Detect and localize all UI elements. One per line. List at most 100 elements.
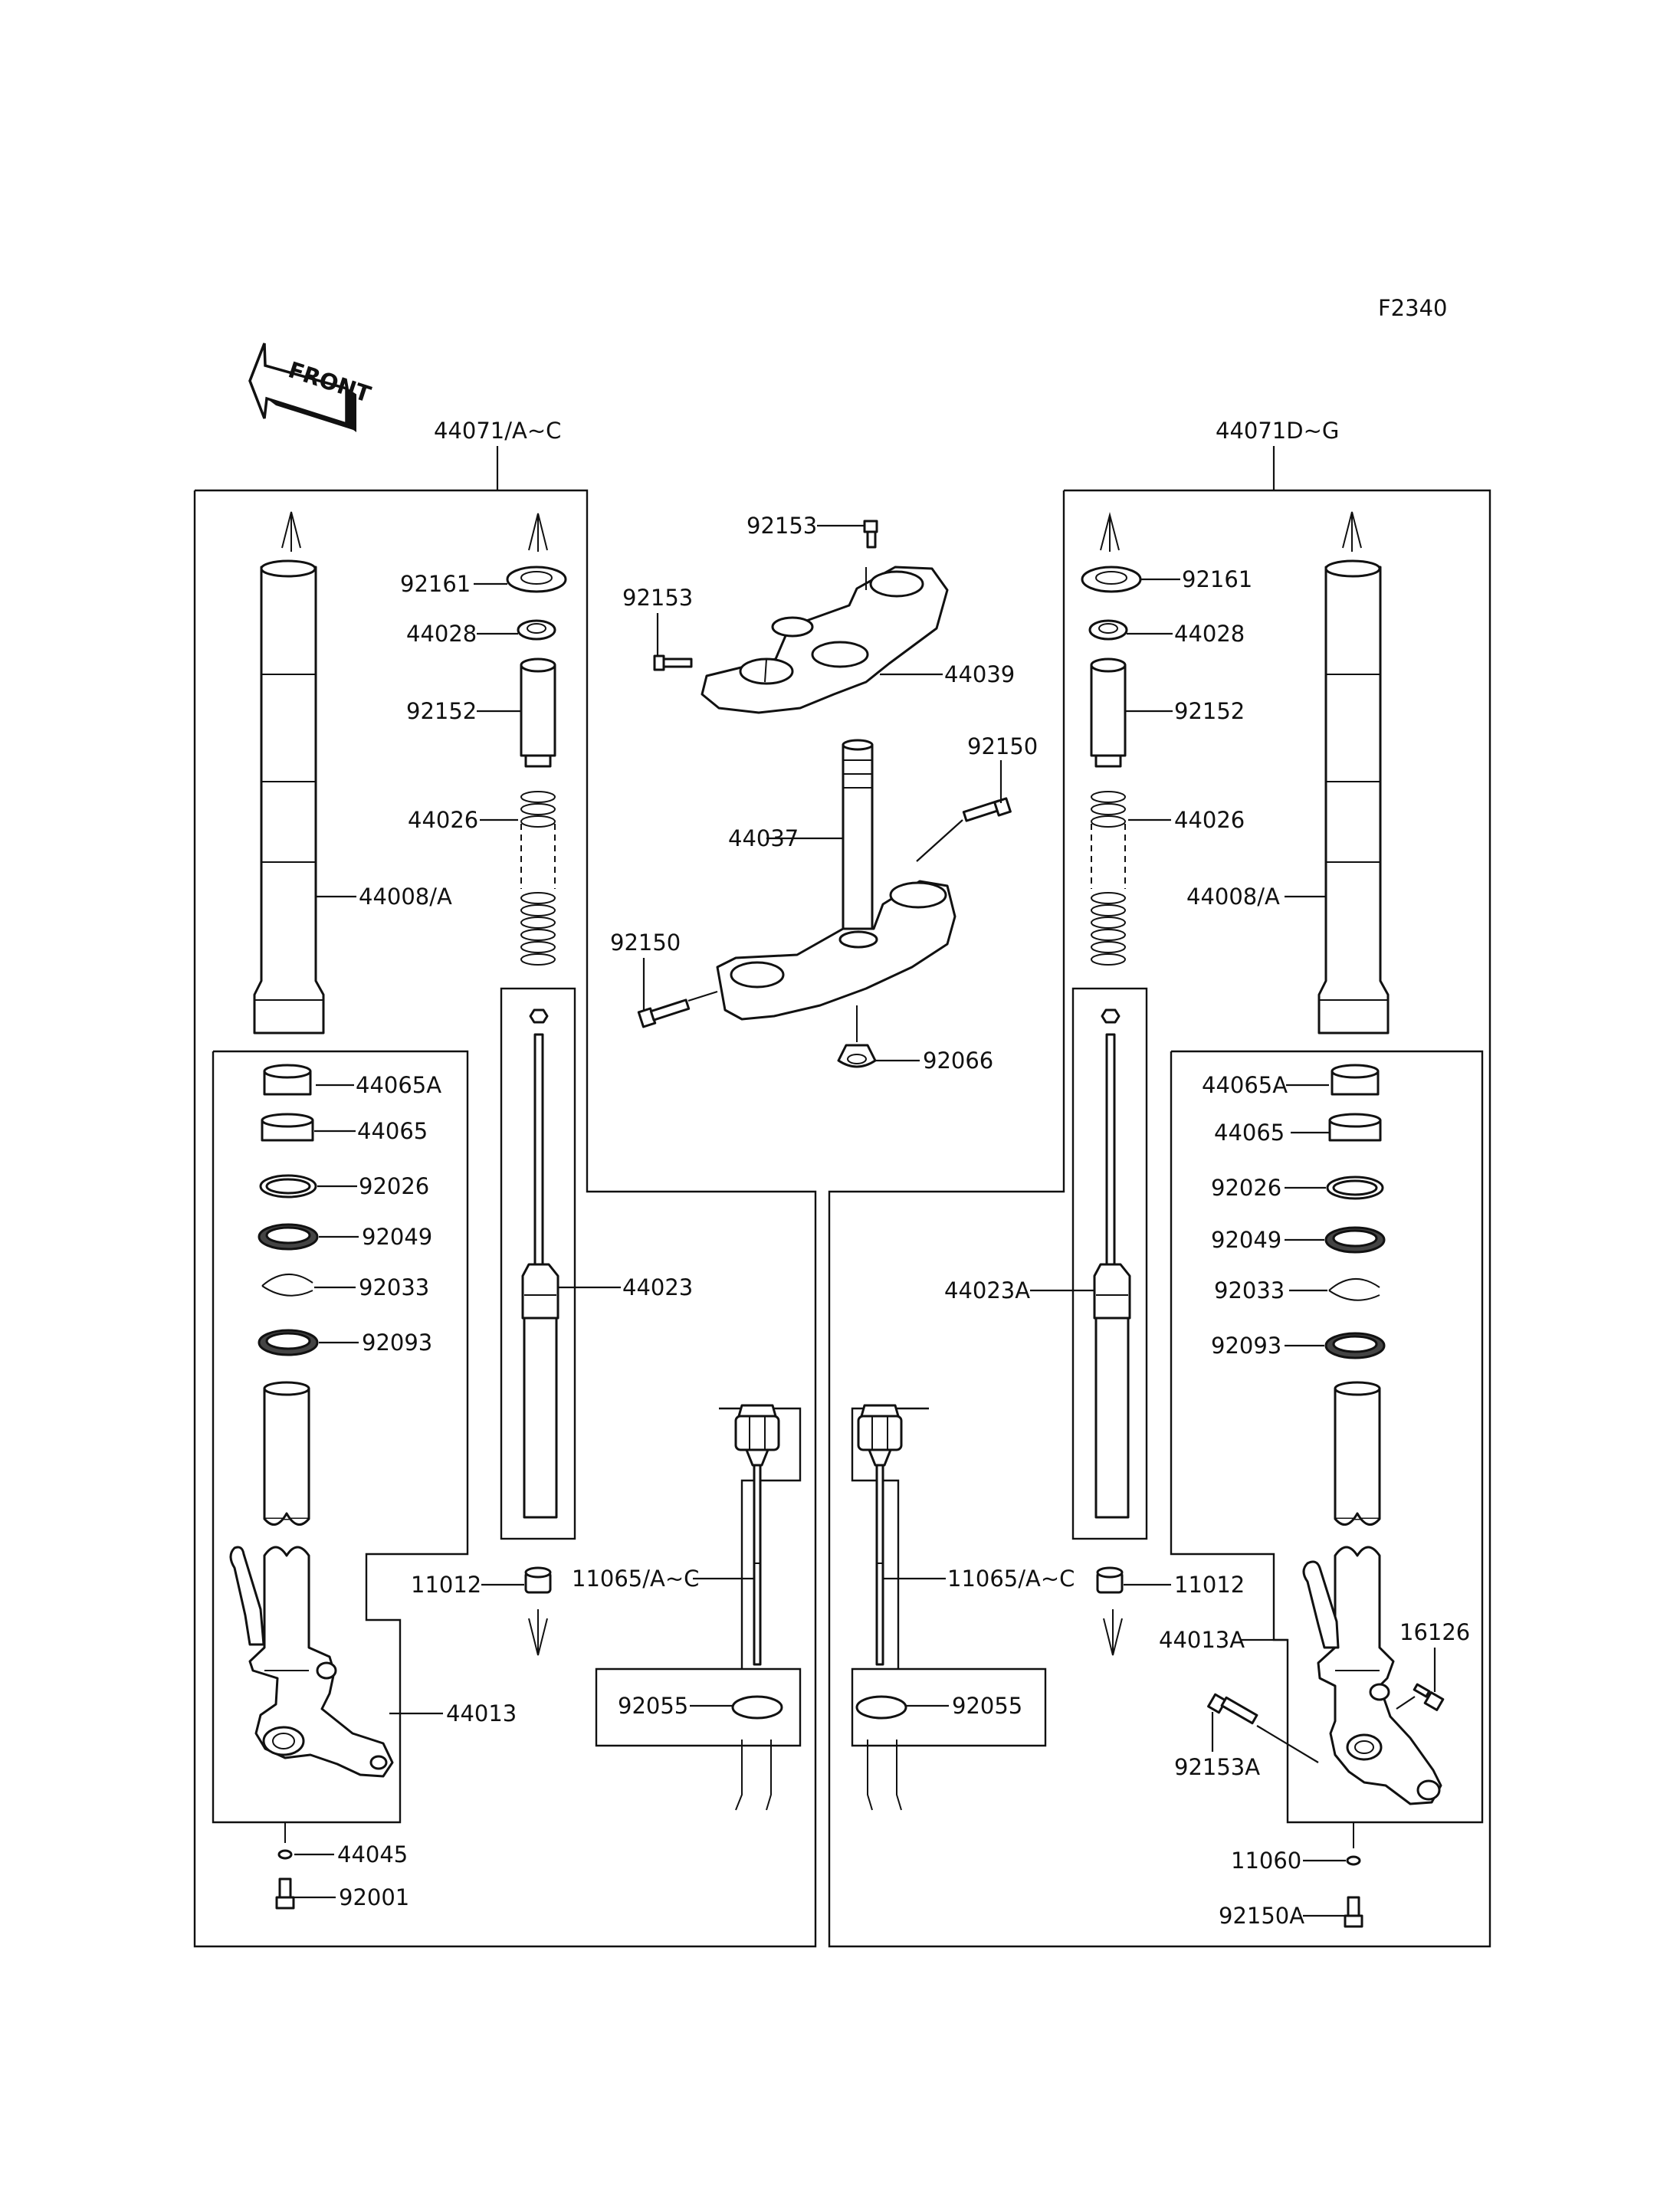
label-92026-left: 92026: [359, 1173, 429, 1199]
label-92049-right: 92049: [1211, 1227, 1281, 1253]
spring-coil: [1091, 929, 1126, 941]
label-44013-left: 44013: [446, 1700, 517, 1726]
bolt-92001: [275, 1877, 295, 1910]
spring-coil: [520, 929, 556, 941]
label-92001: 92001: [339, 1884, 409, 1910]
label-92150A: 92150A: [1219, 1903, 1304, 1929]
label-44008-right: 44008/A: [1186, 884, 1280, 910]
label-92026-right: 92026: [1211, 1175, 1281, 1201]
label-11060: 11060: [1231, 1848, 1301, 1874]
bleeder-16126: [1413, 1683, 1445, 1711]
label-44065A-left: 44065A: [356, 1072, 441, 1098]
label-92153-side: 92153: [622, 585, 693, 611]
washer-11060: [1346, 1822, 1361, 1866]
label-44065A-right: 44065A: [1202, 1072, 1288, 1098]
label-92055-right: 92055: [952, 1693, 1022, 1719]
label-16126: 16126: [1399, 1619, 1470, 1645]
label-92153A: 92153A: [1174, 1754, 1260, 1780]
spring-coil: [520, 917, 556, 929]
label-44028-left: 44028: [406, 621, 477, 647]
cartridge-left: [734, 1404, 780, 1666]
spring-coil: [1091, 953, 1126, 966]
label-11012-right: 11012: [1174, 1572, 1245, 1598]
seal-stack-left: [258, 1064, 319, 1356]
spring-coil: [520, 803, 556, 815]
right-assembly-label: 44071D~G: [1216, 418, 1339, 444]
cap-parts-left: [506, 513, 567, 768]
seal-stack-right: [1324, 1064, 1386, 1359]
spring-coil: [1091, 791, 1126, 803]
outer-tube-left: [253, 511, 325, 1035]
label-44037: 44037: [728, 825, 799, 851]
left-assembly-box: [193, 489, 817, 1948]
spring-right: [1091, 791, 1126, 966]
diagram-code: F2340: [1378, 295, 1447, 321]
label-92153-top: 92153: [746, 513, 817, 539]
spring-coil: [520, 791, 556, 803]
label-44008-left: 44008/A: [359, 884, 452, 910]
spring-coil: [1091, 917, 1126, 929]
bolt-92150-right: [962, 797, 1012, 822]
arrow-92055-right: [867, 1740, 902, 1811]
bolt-92150A: [1344, 1896, 1363, 1928]
bolt-92150-left: [637, 998, 691, 1028]
oring-92055-left: [731, 1695, 783, 1720]
cartridge-right: [857, 1404, 903, 1666]
spring-coil: [1091, 904, 1126, 917]
label-92161-right: 92161: [1182, 566, 1252, 592]
spring-coil: [1091, 815, 1126, 828]
label-44023A-right: 44023A: [944, 1277, 1030, 1303]
label-44065-right: 44065: [1214, 1120, 1285, 1146]
spring-coil: [520, 941, 556, 953]
spring-coil: [520, 892, 556, 904]
inner-tube-left: [229, 1381, 394, 1778]
label-92055-left: 92055: [618, 1693, 688, 1719]
label-44026-left: 44026: [408, 807, 478, 833]
label-92150-right: 92150: [967, 733, 1038, 759]
label-44065-left: 44065: [357, 1118, 428, 1144]
spring-coil: [1091, 892, 1126, 904]
bush-11012-right: [1096, 1566, 1124, 1656]
bolt-92153A: [1207, 1693, 1258, 1725]
oring-92055-right: [855, 1695, 907, 1720]
spring-coil: [520, 904, 556, 917]
inner-tube-right: [1302, 1381, 1442, 1805]
label-11065-left: 11065/A~C: [572, 1566, 699, 1592]
label-44023-left: 44023: [622, 1274, 693, 1300]
label-92152-left: 92152: [406, 698, 477, 724]
label-11065-right: 11065/A~C: [947, 1566, 1075, 1592]
dust-seal-92066: [837, 1005, 877, 1068]
label-92152-right: 92152: [1174, 698, 1245, 724]
label-92066: 92066: [923, 1048, 993, 1074]
label-44039: 44039: [944, 661, 1015, 687]
label-11012-left: 11012: [411, 1572, 481, 1598]
label-92093-right: 92093: [1211, 1333, 1281, 1359]
bolt-92153-top: [863, 520, 878, 549]
outer-tube-right: [1317, 511, 1390, 1035]
cap-parts-right: [1081, 512, 1142, 768]
upper-triple-clamp: [701, 566, 949, 714]
steering-stem: [716, 739, 956, 1021]
spring-coil: [520, 815, 556, 828]
label-92161-left: 92161: [400, 571, 471, 597]
bolt-92153-side: [653, 654, 693, 671]
washer-44045: [277, 1822, 293, 1860]
damper-rod-right: [1093, 1008, 1131, 1519]
label-92150-left: 92150: [610, 930, 681, 956]
arrow-92055-left: [735, 1740, 772, 1811]
left-assembly-label: 44071/A~C: [434, 418, 561, 444]
label-44045: 44045: [337, 1841, 408, 1867]
bush-11012-left: [524, 1566, 552, 1656]
spring-left: [520, 791, 556, 966]
spring-coil: [1091, 803, 1126, 815]
label-44026-right: 44026: [1174, 807, 1245, 833]
label-92049-left: 92049: [362, 1224, 432, 1250]
damper-rod-left: [521, 1008, 559, 1519]
label-92033-right: 92033: [1214, 1277, 1285, 1303]
front-arrow-icon: FRONT: [248, 343, 374, 432]
label-44028-right: 44028: [1174, 621, 1245, 647]
spring-coil: [520, 953, 556, 966]
spring-coil: [1091, 941, 1126, 953]
label-44013A-right: 44013A: [1159, 1627, 1245, 1653]
